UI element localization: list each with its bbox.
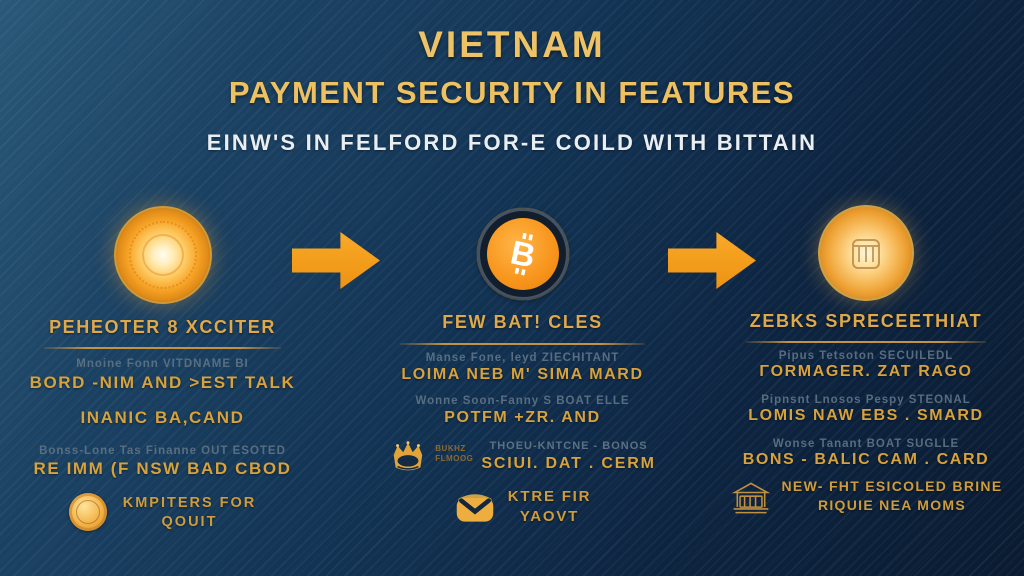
badge-text-line: QOUIT: [161, 513, 218, 530]
column-2-heading: FEW BAT! CLES: [442, 312, 603, 332]
badge-text-line: KTRE FIR: [507, 488, 592, 505]
bank-outline-icon: [731, 482, 770, 514]
crown-badge-row: BUKHZ FLMOOG THOEU-KNTCNE - BONOS SCIUI.…: [389, 440, 655, 476]
tiny-caption: BUKHZ FLMOOG: [435, 444, 473, 464]
badge-text-line: KMPITERS FOR: [122, 494, 257, 511]
crown-text: THOEU-KNTCNE - BONOS SCIUI. DAT . CERM: [481, 440, 655, 473]
badge-text-line: YAOVT: [519, 508, 580, 525]
wallet-icon: [456, 493, 493, 522]
feature-text: BORD -NIM AND >EST TALK: [29, 373, 296, 392]
badge-text-line: RIQUIE NEA MOMS: [817, 497, 967, 513]
coin-badge-row: KMPITERS FOR QOUIT: [68, 493, 257, 531]
glowing-coin-icon: [113, 206, 212, 304]
page-title-line2: PAYMENT SECURITY IN FEATURES: [228, 75, 796, 110]
feature-text: INANIC BA,CAND: [80, 408, 245, 427]
heading-underline: [399, 343, 646, 345]
column-3-heading: ZEBKS SPRECEETHIAT: [749, 311, 983, 331]
heading-underline: [745, 341, 987, 343]
gold-coin-icon: [818, 205, 914, 301]
bank-badge-row: NEW- FHT ESICOLED BRINE RIQUIE NEA MOMS: [730, 478, 1003, 518]
column-2: B FEW BAT! CLES Manse Fone, leyd ZIECHIT…: [365, 209, 680, 525]
wallet-badge-row: KTRE FIR YAOVT: [454, 488, 592, 525]
bitcoin-coin-face: B: [486, 218, 559, 290]
bank-text: NEW- FHT ESICOLED BRINE RIQUIE NEA MOMS: [782, 478, 1003, 513]
feature-text-muted: Pipnsnt Lnosos Pespy STEONAL: [761, 394, 971, 406]
badge-text-line: NEW- FHT ESICOLED BRINE: [781, 478, 1003, 494]
feature-text-muted: Wonse Tanant BOAT SUGLLE: [772, 438, 960, 450]
page-subtitle: EINW'S IN FELFORD FOR-E COILD WITH BITTA…: [206, 130, 818, 155]
badge-text: KMPITERS FOR QOUIT: [123, 495, 257, 530]
column-3: ZEBKS SPRECEETHIAT Pipus Tetsoton SECUIL…: [712, 205, 1020, 518]
bitcoin-b-glyph: B: [507, 232, 538, 276]
crown-icon: [394, 441, 423, 471]
page-title: VIETNAM: [418, 24, 606, 65]
svg-text:B: B: [507, 234, 538, 275]
bank-motif: [852, 239, 880, 269]
tiny-caption-line: BUKHZ: [435, 444, 466, 453]
feature-text: ΓORMAGER. ZAT RAGO: [759, 363, 973, 380]
coin-icon: [68, 493, 107, 531]
feature-text-muted: Wonne Soon-Fanny S BOAT ELLE: [415, 395, 630, 407]
header: VIETNAM PAYMENT SECURITY IN FEATURES EIN…: [0, 24, 1024, 156]
tiny-caption-line: FLMOOG: [435, 454, 474, 463]
feature-text: LOMIS NAW EBS . SMARD: [748, 407, 984, 424]
feature-text-muted: THOEU-KNTCNE - BONOS: [489, 440, 648, 452]
feature-text: BONS - BALIC CAM . CARD: [742, 451, 990, 468]
feature-text: SCIUI. DAT . CERM: [481, 455, 656, 472]
feature-text: RE IMM (F NSW BAD CBOD: [33, 459, 292, 478]
column-1: PEHEOTER 8 XCCITER Mnoine Fonn VITDNAME …: [10, 206, 315, 531]
feature-text-muted: Mnoine Fonn VITDNAME BI: [76, 358, 249, 370]
column-1-heading: PEHEOTER 8 XCCITER: [49, 317, 276, 337]
feature-text-muted: Pipus Tetsoton SECUILEDL: [778, 350, 954, 362]
heading-underline: [43, 347, 282, 349]
wallet-text: KTRE FIR YAOVT: [508, 488, 592, 525]
feature-text: POTFM +ZR. AND: [444, 409, 601, 426]
feature-text-muted: Manse Fone, leyd ZIECHITANT: [425, 352, 620, 364]
feature-text-muted: Bonss-Lone Tas Finanne OUT ESOTED: [39, 445, 286, 457]
bitcoin-icon: B: [477, 209, 568, 299]
feature-text: LOIMA NEB M' SIMA MARD: [401, 366, 644, 383]
